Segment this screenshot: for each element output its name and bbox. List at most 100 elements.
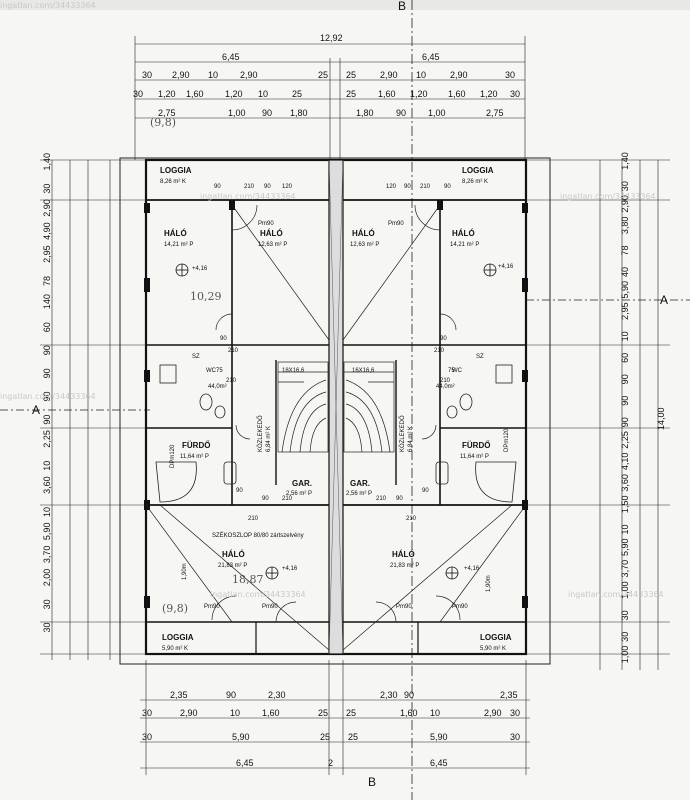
left1-dim-label: 90: [42, 415, 52, 425]
left1-dim-label: 60: [42, 322, 52, 332]
row3-dim-label: 1,60: [186, 89, 204, 99]
left1-dim-label: 30: [42, 622, 52, 632]
side-dimension-lines: [40, 159, 670, 670]
left1-dim-label: 30: [42, 599, 52, 609]
right1-dim-label: 90: [620, 396, 630, 406]
opening-tag: 120: [386, 184, 397, 190]
left1-dim-label: 2,95: [42, 245, 52, 263]
opening-tag: 120: [282, 184, 293, 190]
room-loggia-tr: LOGGIA: [462, 166, 494, 175]
b1-dim-label: 2,30: [380, 690, 398, 700]
area-loggia-bl: 5,90 m² K: [162, 646, 188, 652]
b2-dim-label: 2,90: [180, 708, 198, 718]
b2-dim-label: 25: [346, 708, 356, 718]
b3-dim-label: 30: [510, 732, 520, 742]
area-loggia-br: 5,90 m² K: [480, 646, 506, 652]
room-kozl-r: KÖZLEKEDŐ: [399, 415, 406, 452]
top-dimensions: [134, 36, 526, 160]
room-gar-r: GAR.: [350, 479, 370, 488]
opening-tag: 75: [216, 368, 223, 374]
right1-dim-label: 2,90: [620, 195, 630, 213]
b3-dim-label: 5,90: [232, 732, 250, 742]
level-br: +4,16: [464, 566, 480, 572]
handwritten-b: 18,87: [232, 573, 264, 586]
row3-dim-label: 25: [346, 89, 356, 99]
opening-tag: 90: [444, 184, 451, 190]
right1-dim-label: 1,00: [620, 646, 630, 664]
section-b-bottom: B: [368, 775, 376, 789]
left1-dim-label: 90: [42, 345, 52, 355]
right1-dim-label: 5,90: [620, 538, 630, 556]
opening-tag: 210: [406, 516, 417, 522]
handwritten-c: (9,8): [150, 116, 176, 129]
opening-tag: 210: [434, 348, 445, 354]
label-sz-l: SZ: [192, 354, 200, 360]
level-marks: [175, 263, 497, 580]
left1-dim-label: 3,70: [42, 546, 52, 564]
row3-dim-label: 30: [133, 89, 143, 99]
left1-dim-label: 10: [42, 461, 52, 471]
door-tag-pm90-f: Pm90: [452, 604, 468, 610]
note-h44-r: 44,0m²: [436, 384, 455, 390]
left1-dim-label: 2,00: [42, 569, 52, 587]
right1-dim-label: 3,70: [620, 560, 630, 578]
area-halo-r2: 12,63 m² P: [350, 242, 379, 248]
area-halo-r1: 14,21 m² P: [450, 242, 479, 248]
opening-tag: 210: [244, 184, 255, 190]
stair-right: [343, 361, 395, 453]
label-wc-r: WC: [452, 368, 463, 374]
opening-tag: 90: [264, 184, 271, 190]
right1-dim-label: 30: [620, 632, 630, 642]
right1-dim-label: 1,00: [620, 581, 630, 599]
b2-dim-label: 10: [430, 708, 440, 718]
left1-dim-label: 1,40: [42, 153, 52, 171]
right1-dim-label: 2,95: [620, 302, 630, 320]
b1-dim-label: 2,30: [268, 690, 286, 700]
room-kozl-l: KÖZLEKEDŐ: [257, 415, 264, 452]
right1-dim-label: 3,80: [620, 217, 630, 235]
room-halo-br: HÁLÓ: [392, 550, 415, 559]
stair-left-label: 18X16,6: [282, 368, 305, 374]
door-tag-pm90-c: Pm90: [204, 604, 220, 610]
row4-dim-label: 1,00: [428, 108, 446, 118]
opening-tag: 90: [440, 336, 447, 342]
room-halo-l1: HÁLÓ: [164, 229, 187, 238]
section-a-left: A: [32, 403, 40, 417]
dim-right-side: 1,40302,903,8078405,902,9510609090902,25…: [620, 152, 630, 663]
row3-dim-label: 1,20: [410, 89, 428, 99]
opening-tag: 210: [226, 378, 237, 384]
watermark-2: ingatlan.com/34433364: [0, 392, 96, 401]
b2-dim-label: 30: [142, 708, 152, 718]
section-a-right: A: [660, 293, 668, 307]
area-halo-l2: 12,63 m² P: [258, 242, 287, 248]
left1-dim-label: 30: [42, 184, 52, 194]
opening-tag: 90: [220, 336, 227, 342]
b3-dim-label: 25: [320, 732, 330, 742]
watermark-4: ingatlan.com/34433364: [560, 192, 656, 201]
row3-dim-label: 1,20: [225, 89, 243, 99]
row2-dim-label: 2,90: [172, 70, 190, 80]
row2-dim-label: 30: [142, 70, 152, 80]
left1-dim-label: 78: [42, 276, 52, 286]
right1-dim-label: 10: [620, 525, 630, 535]
row3-dim-label: 1,60: [448, 89, 466, 99]
handwritten-d: (9,8): [162, 602, 188, 615]
dim-right-total: 14,00: [656, 407, 666, 430]
row2-dim-label: 2,90: [450, 70, 468, 80]
opening-tag: 90: [262, 496, 269, 502]
room-halo-l2: HÁLÓ: [260, 229, 283, 238]
watermark-5: ingatlan.com/34433364: [210, 590, 306, 599]
watermark-6: ingatlan.com/34433364: [568, 590, 664, 599]
right1-dim-label: 78: [620, 246, 630, 256]
b4-dim-label: 6,45: [430, 758, 448, 768]
b3-dim-label: 25: [348, 732, 358, 742]
row2-dim-label: 25: [346, 70, 356, 80]
opening-tag: 210: [440, 378, 451, 384]
left1-dim-label: 4,90: [42, 222, 52, 240]
b1-dim-label: 90: [226, 690, 236, 700]
b2-dim-label: 10: [230, 708, 240, 718]
opening-tag: 210: [248, 516, 259, 522]
